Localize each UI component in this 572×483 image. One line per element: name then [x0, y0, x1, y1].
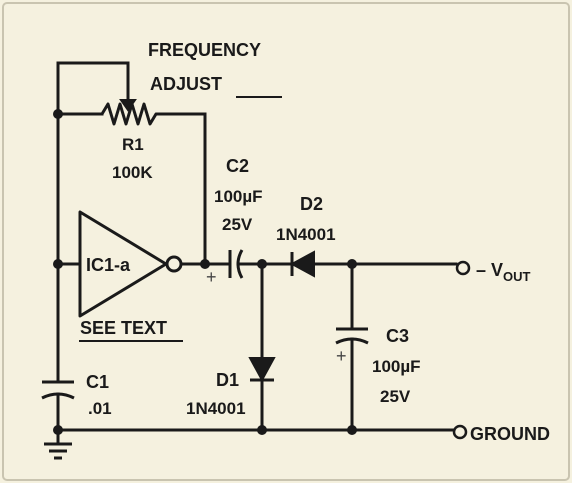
- frequency-label-line2: ADJUST: [150, 74, 222, 94]
- c1-value-label: .01: [88, 399, 112, 418]
- junction-dot-d1-top: [257, 259, 267, 269]
- ground-symbol: [44, 442, 72, 460]
- feedback-network: [56, 61, 207, 384]
- ground-label: GROUND: [470, 424, 550, 444]
- d1-diode: [248, 262, 276, 432]
- ic-name-label: IC1-a: [86, 255, 131, 275]
- junction-dot-ic-output: [200, 259, 210, 269]
- r1-right-lead: [158, 112, 207, 264]
- c1-capacitor: [41, 380, 75, 446]
- junction-dot-feedback-top: [53, 109, 63, 119]
- c3-capacitor: [335, 262, 369, 432]
- junction-dot-ground-left: [53, 425, 63, 435]
- vout-subscript: OUT: [503, 269, 531, 284]
- c2-value-label: 100µF: [214, 187, 263, 206]
- c3-value-label: 100µF: [372, 357, 421, 376]
- r1-wiper-arrowhead: [119, 99, 137, 112]
- vout-terminal: [455, 260, 471, 276]
- c3-name-label: C3: [386, 326, 409, 346]
- r1-name-label: R1: [122, 135, 144, 154]
- r1-potentiometer: [100, 99, 160, 126]
- c1-name-label: C1: [86, 372, 109, 392]
- junction-dot-ground-d1: [257, 425, 267, 435]
- junction-dot-ic-input: [53, 259, 63, 269]
- d1-name-label: D1: [216, 370, 239, 390]
- d1-triangle: [248, 357, 276, 383]
- d2-name-label: D2: [300, 194, 323, 214]
- c2-voltage-label: 25V: [222, 215, 253, 234]
- ground-terminal: [452, 424, 468, 440]
- d2-diode: [260, 250, 458, 278]
- c3-plus-sign: +: [336, 346, 347, 366]
- vout-label: – VOUT: [476, 260, 531, 284]
- ic-note-label: SEE TEXT: [80, 318, 167, 338]
- frequency-label-line1: FREQUENCY: [148, 40, 261, 60]
- c3-voltage-label: 25V: [380, 387, 411, 406]
- d2-part-label: 1N4001: [276, 225, 336, 244]
- r1-value-label: 100K: [112, 163, 153, 182]
- c2-name-label: C2: [226, 156, 249, 176]
- inverter-triangle: [78, 210, 168, 318]
- junction-dot-ground-c3: [347, 425, 357, 435]
- d1-part-label: 1N4001: [186, 399, 246, 418]
- junction-dots: [53, 109, 357, 435]
- wiper-feedback-wire: [56, 61, 130, 116]
- junction-dot-c3-top: [347, 259, 357, 269]
- c2-plus-sign: +: [206, 267, 217, 287]
